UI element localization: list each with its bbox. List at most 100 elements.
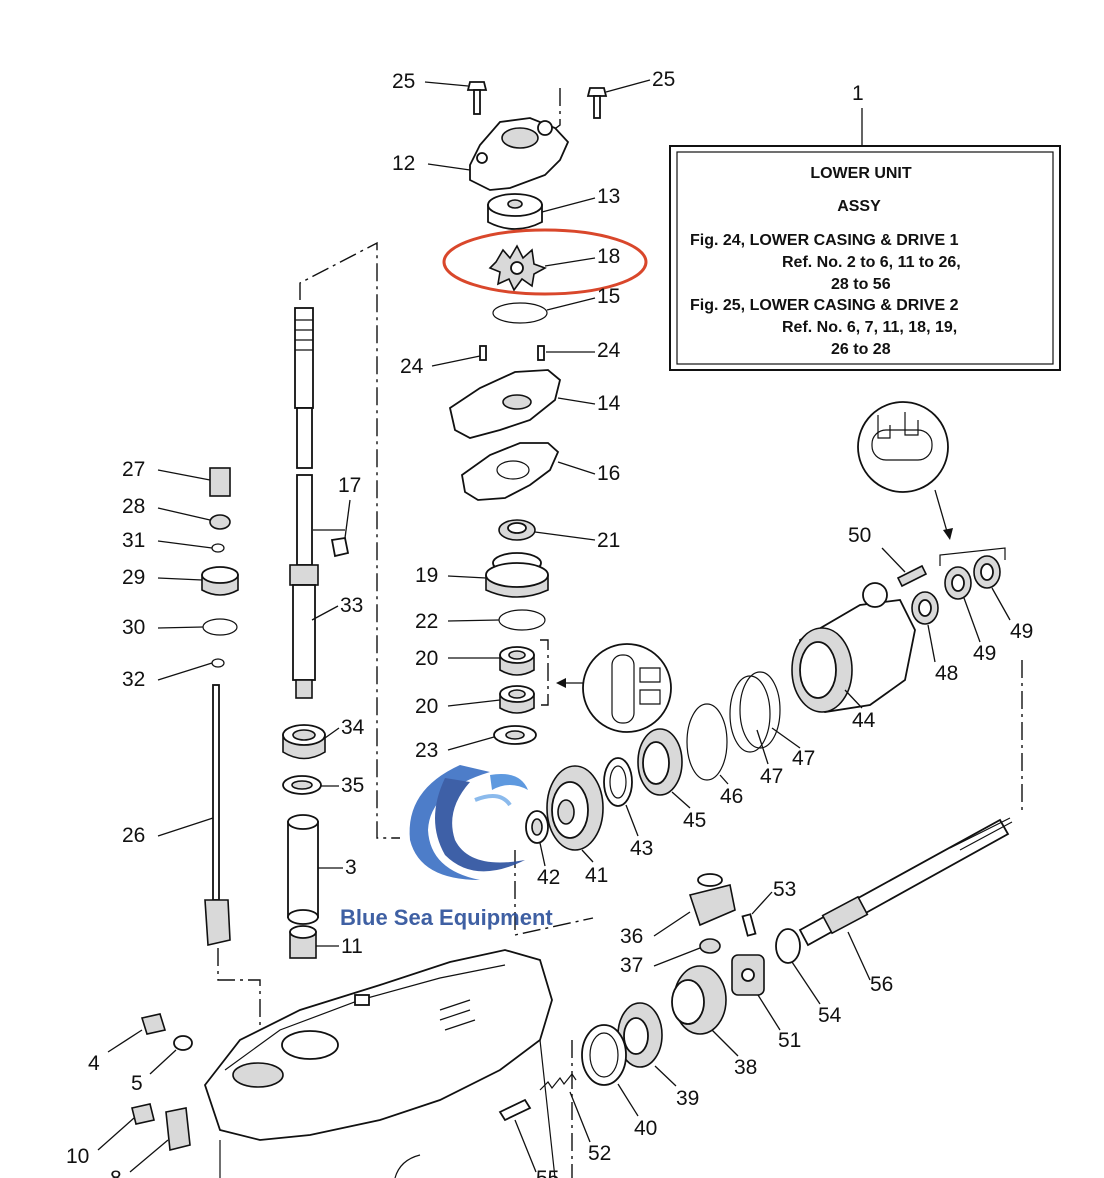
leader-line-47: [756, 729, 769, 765]
leader-line-17: [344, 499, 351, 539]
callout-13: 13: [597, 185, 620, 208]
o-ring-46: [686, 703, 728, 781]
callout-45: 45: [683, 809, 706, 832]
callout-32: 32: [122, 668, 145, 691]
callout-4: 4: [88, 1052, 100, 1075]
callout-18: 18: [597, 245, 620, 268]
callout-14: 14: [597, 392, 621, 415]
callout-10: 10: [66, 1145, 89, 1168]
callout-17: 17: [338, 474, 361, 497]
leader-line-12: [427, 163, 471, 171]
gear-41: [546, 765, 604, 851]
leader-line-23: [447, 736, 495, 751]
callout-3: 3: [345, 856, 357, 879]
bushing-29: [201, 566, 239, 596]
oil-seal-20-top: [499, 646, 535, 676]
bolt-25-right: [586, 87, 608, 119]
info-line-3: Ref. No. 2 to 6, 11 to 26,: [782, 254, 961, 271]
bolt-50: [896, 564, 928, 588]
bolt-10: [131, 1103, 155, 1125]
callout-53: 53: [773, 878, 796, 901]
pump-housing-12: [469, 117, 570, 191]
leader-line-56: [847, 931, 871, 981]
bushing-27: [209, 467, 231, 497]
leader-line-47: [771, 727, 801, 749]
leader-line-34: [324, 727, 340, 739]
dowel-24-right: [537, 345, 545, 361]
leader-line-54: [791, 961, 821, 1005]
leader-line-40: [617, 1083, 639, 1117]
callout-23: 23: [415, 739, 438, 762]
washer-32: [211, 658, 225, 668]
bearing-45: [637, 728, 683, 796]
o-ring-30: [202, 618, 238, 636]
bolt-4: [140, 1013, 167, 1035]
watermark-text: Blue Sea Equipment: [340, 905, 553, 930]
dog-clutch-51: [731, 954, 765, 996]
leader-line-4: [107, 1029, 143, 1053]
shim-43: [603, 757, 633, 807]
leader-line-41: [581, 849, 594, 863]
leader-line-22: [447, 619, 500, 622]
leader-line-13: [541, 197, 596, 213]
callout-44: 44: [852, 709, 876, 732]
leader-line-46: [719, 774, 729, 785]
callout-35: 35: [341, 774, 364, 797]
washer-40: [581, 1024, 627, 1086]
clip-31: [211, 543, 225, 553]
callout-42: 42: [537, 866, 560, 889]
bearing-housing-44: [791, 582, 916, 713]
callout-47: 47: [792, 747, 815, 770]
leader-line-21: [534, 531, 596, 541]
leader-line-55: [514, 1119, 537, 1173]
callout-22: 22: [415, 610, 438, 633]
leader-line-31: [157, 540, 213, 549]
callout-54: 54: [818, 1004, 842, 1027]
leader-line-10: [97, 1117, 135, 1151]
spring-52: [539, 1072, 577, 1091]
nut-37: [699, 938, 721, 954]
gear-train: [498, 401, 1013, 1122]
callout-27: 27: [122, 458, 145, 481]
callout-37: 37: [620, 954, 643, 977]
water-pump-stack: [442, 81, 648, 745]
callout-11: 11: [341, 935, 363, 958]
oil-seal-49-a: [944, 566, 972, 600]
callout-36: 36: [620, 925, 643, 948]
leader-line-53: [751, 891, 773, 915]
impeller-highlight-circle: [442, 228, 648, 296]
callout-28: 28: [122, 495, 145, 518]
plate-8: [165, 1107, 191, 1151]
insert-cartridge-13: [487, 193, 543, 230]
callout-8: 8: [110, 1167, 122, 1178]
washer-5: [173, 1035, 193, 1051]
leader-line-25: [424, 81, 469, 87]
nut-28: [209, 514, 231, 530]
drive-shaft-group: [201, 307, 350, 959]
callout-29: 29: [122, 566, 145, 589]
key-17: [330, 536, 350, 558]
info-line-5: Fig. 25, LOWER CASING & DRIVE 2: [690, 297, 959, 314]
callout-52: 52: [588, 1142, 611, 1165]
sleeve-3: [287, 814, 319, 925]
leader-line-25: [605, 79, 651, 93]
pinion-36: [688, 873, 736, 927]
leader-line-30: [157, 626, 204, 629]
callout-30: 30: [122, 616, 145, 639]
info-box: 1 LOWER UNIT ASSY Fig. 24, LOWER CASING …: [669, 82, 1061, 371]
leader-line-27: [157, 469, 211, 481]
callout-24: 24: [400, 355, 424, 378]
bearing-48: [911, 591, 939, 625]
o-ring-47-b: [739, 671, 781, 749]
info-line-6: Ref. No. 6, 7, 11, 18, 19,: [782, 319, 957, 336]
assembly-lines: [217, 88, 1023, 1178]
leader-line-36: [653, 911, 691, 937]
leader-line-38: [711, 1029, 739, 1057]
bearing-39: [617, 1002, 663, 1068]
gasket-16: [461, 442, 560, 501]
leader-line-18: [544, 257, 596, 267]
leader-line-8: [129, 1139, 169, 1173]
callout-33: 33: [340, 594, 363, 617]
callout-16: 16: [597, 462, 620, 485]
